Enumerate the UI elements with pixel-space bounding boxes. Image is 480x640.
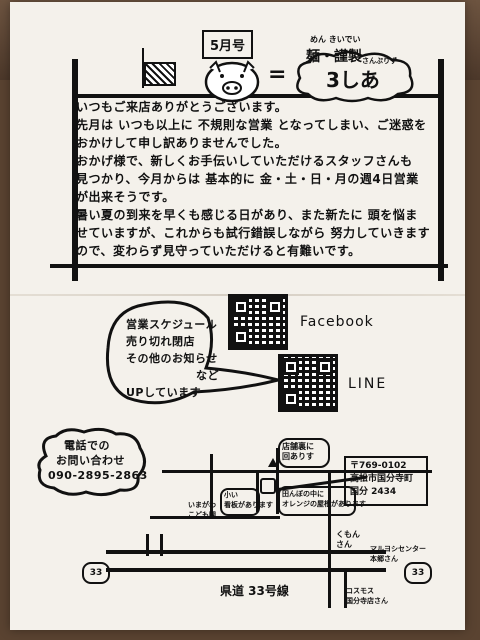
pig-icon — [204, 60, 260, 103]
map-road — [146, 534, 149, 556]
landmark-back: 店舗裏に 回ありす — [282, 442, 314, 461]
message-line: おかけして申し訳ありませんでした。 — [76, 136, 288, 150]
route-33-badge-left: 33 — [82, 562, 110, 584]
message-line: 先月は いつも以上に 不規則な営業 となってしまい、ご迷惑を — [76, 118, 427, 132]
bubble-line: UPしています — [126, 386, 202, 399]
map-road — [276, 448, 279, 514]
bubble-line: その他のお知らせ — [126, 352, 218, 365]
message-line: おかげ様で、新しくお手伝いしていただけるスタッフさんも — [76, 154, 413, 168]
landmark-small: 小い 看板があります — [224, 491, 273, 509]
bubble-line: など — [196, 369, 219, 382]
line-label: LINE — [348, 376, 388, 392]
map-road — [328, 472, 331, 572]
address-line: 国分 2434 — [350, 487, 397, 497]
shop-title: 麺・謹製 — [306, 49, 362, 65]
frame-right — [438, 59, 444, 281]
contact-line: お問い合わせ — [56, 454, 125, 467]
message-line: が出来そうです。 — [76, 190, 175, 204]
facebook-qr-code[interactable] — [228, 294, 288, 350]
phone-contact: 電話での お問い合わせ 090-2895-2863 — [48, 438, 148, 483]
landmark-marunaka: マルヨシセンター 本郷さん — [370, 545, 426, 563]
landmark-back-frame — [278, 438, 330, 468]
landmark-small-frame — [220, 488, 260, 516]
map-road — [162, 470, 432, 473]
bubble-line: 売り切れ閉店 — [126, 335, 195, 348]
map-main-road — [106, 568, 386, 572]
landmark-cosmos: コスモス 国分寺店さん — [346, 587, 388, 605]
flyer-sheet: 5月号 = めん きいでい 麺・謹製 さんぷりず 3しあ いつもご来店ありがとう… — [10, 2, 465, 630]
frame-left — [72, 59, 78, 281]
map-road — [150, 516, 280, 519]
contact-line: 電話での — [64, 439, 110, 452]
shop-name: 3しあ — [326, 68, 380, 92]
facebook-label: Facebook — [300, 314, 374, 330]
landmark-kunsan: くもん さん — [336, 530, 360, 549]
phone-cloud — [37, 427, 146, 497]
landmark-imagawa: いまがわ こども園 — [188, 501, 216, 519]
bubble-line: 営業スケジュール — [126, 318, 218, 331]
phone-number[interactable]: 090-2895-2863 — [48, 469, 148, 482]
landmark-orange-frame — [278, 486, 356, 516]
address: 〒769-0102 高松市国分寺町 国分 2434 — [350, 460, 413, 499]
route-33-badge-right: 33 — [404, 562, 432, 584]
map-road — [160, 534, 163, 556]
shop-ruby: めん きいでい — [310, 35, 361, 44]
address-line: 〒769-0102 — [350, 461, 407, 471]
address-box — [344, 456, 428, 506]
frame-top-bar — [72, 94, 442, 98]
message-line: 見つかり、今月からは 基本的に 金・土・日・月の週4日営業 — [76, 172, 419, 186]
flag-icon — [144, 62, 176, 86]
shop-name-ruby: さんぷりず — [362, 57, 397, 65]
issue-badge: 5月号 — [202, 30, 254, 59]
arrow-up-icon — [268, 458, 278, 467]
message-line: せていますが、これからも試行錯誤しながら 努力していきます — [76, 226, 431, 240]
message-body: いつもご来店ありがとうございます。 先月は いつも以上に 不規則な営業 となって… — [76, 98, 436, 260]
speech-bubble — [105, 300, 284, 405]
map-main-road — [106, 550, 386, 554]
shop-name-cloud — [296, 50, 414, 103]
map-road — [210, 454, 213, 518]
bubble-text: 営業スケジュール 売り切れ閉店 その他のお知らせ など UPしています — [126, 316, 219, 401]
line-qr-code[interactable] — [278, 354, 338, 412]
road-label: 県道 33号線 — [220, 584, 289, 598]
equals-sign: = — [268, 62, 287, 87]
message-line: いつもご来店ありがとうございます。 — [76, 100, 288, 114]
shop-marker-icon — [260, 478, 276, 494]
map-road — [344, 572, 347, 608]
address-line: 高松市国分寺町 — [350, 474, 414, 484]
message-line: 暑い夏の到来を早くも感じる日があり、また新たに 頭を悩ま — [76, 208, 418, 222]
message-line: ので、変わらず見守っていただけると有難いです。 — [76, 244, 361, 258]
flag-pole — [142, 48, 144, 88]
frame-bottom — [50, 264, 448, 268]
map-road — [328, 572, 331, 608]
landmark-orange: 田んぼの中に オレンジの屋根があります — [282, 490, 366, 508]
